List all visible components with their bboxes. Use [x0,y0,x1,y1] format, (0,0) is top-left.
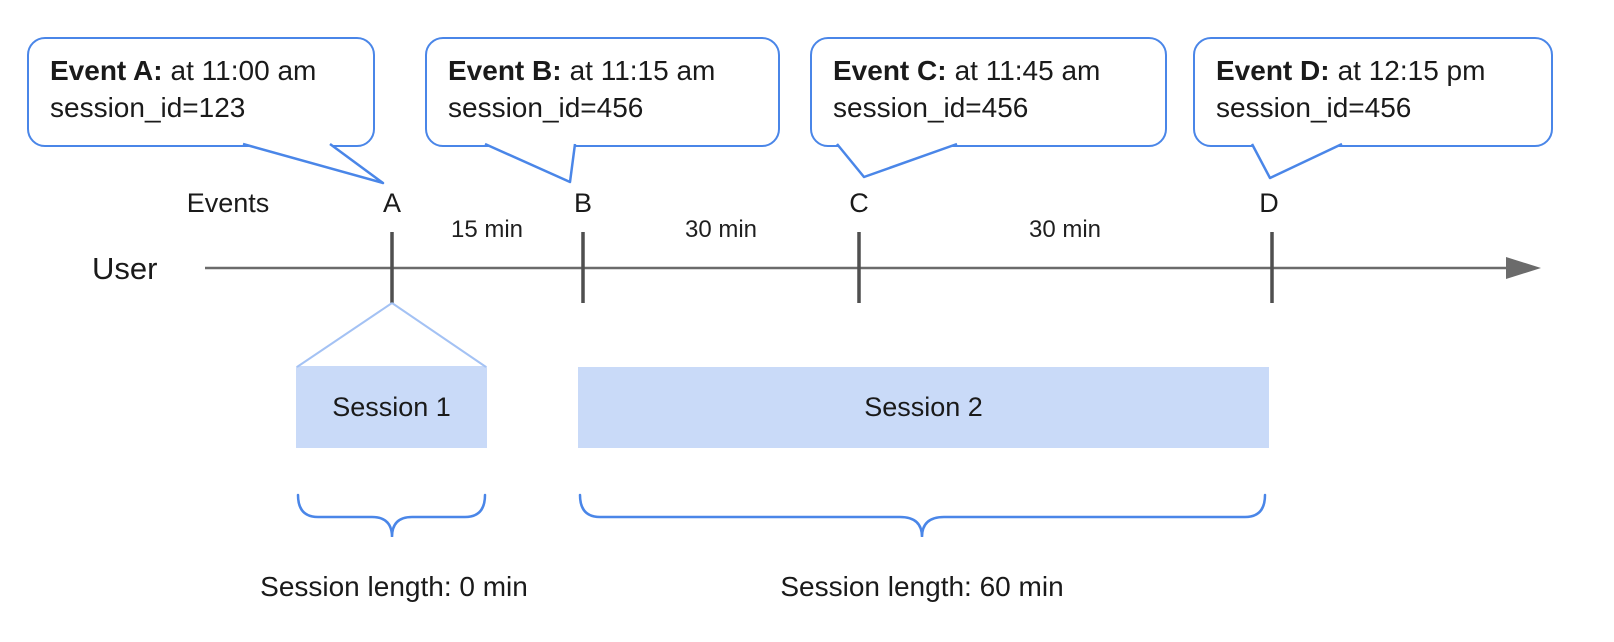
event-c-callout-line1: Event C:at 11:45 am [833,52,1165,89]
session-2-brace [578,493,1267,538]
event-a-callout-time: at 11:00 am [170,55,317,86]
event-d-callout-tail [1250,142,1343,180]
event-c-callout-time: at 11:45 am [954,55,1101,86]
interval-b-c-label: 30 min [684,216,758,243]
interval-c-d-label: 30 min [1028,216,1102,243]
event-b-callout-session: session_id=456 [448,92,644,123]
event-d-callout: Event D:at 12:15 pm session_id=456 [1193,37,1553,147]
event-a-callout: Event A:at 11:00 am session_id=123 [27,37,375,147]
session-1-brace [296,493,487,538]
timeline-arrowhead-icon [1506,257,1541,279]
session-1-label: Session 1 [332,391,451,422]
event-c-callout: Event C:at 11:45 am session_id=456 [810,37,1167,147]
event-d-callout-line1: Event D:at 12:15 pm [1216,52,1551,89]
session-2-box: Session 2 [578,367,1269,448]
event-c-letter: C [849,188,869,218]
event-a-callout-title: Event A: [50,55,163,86]
event-d-letter: D [1259,188,1279,218]
event-b-callout-time: at 11:15 am [569,55,716,86]
user-row-label: User [92,251,158,286]
session-2-length-label: Session length: 60 min [780,571,1064,602]
session-1-funnel-lines [296,302,487,368]
event-a-callout-tail [242,142,385,185]
event-d-callout-title: Event D: [1216,55,1330,86]
event-a-callout-session: session_id=123 [50,92,246,123]
event-a-letter: A [382,188,401,218]
event-c-callout-session: session_id=456 [833,92,1029,123]
event-c-callout-title: Event C: [833,55,947,86]
event-a-callout-line1: Event A:at 11:00 am [50,52,373,89]
event-c-callout-tail [836,142,958,179]
event-d-callout-time: at 12:15 pm [1337,55,1486,86]
interval-a-b-label: 15 min [450,216,524,243]
event-b-letter: B [573,188,592,218]
events-axis-label: Events [186,188,270,218]
session-1-box: Session 1 [296,366,487,448]
event-b-callout-title: Event B: [448,55,562,86]
event-b-callout-line1: Event B:at 11:15 am [448,52,778,89]
session-1-length-label: Session length: 0 min [260,571,528,602]
event-b-callout-tail [484,142,577,184]
session-2-label: Session 2 [864,392,983,422]
event-d-callout-session: session_id=456 [1216,92,1412,123]
event-b-callout: Event B:at 11:15 am session_id=456 [425,37,780,147]
